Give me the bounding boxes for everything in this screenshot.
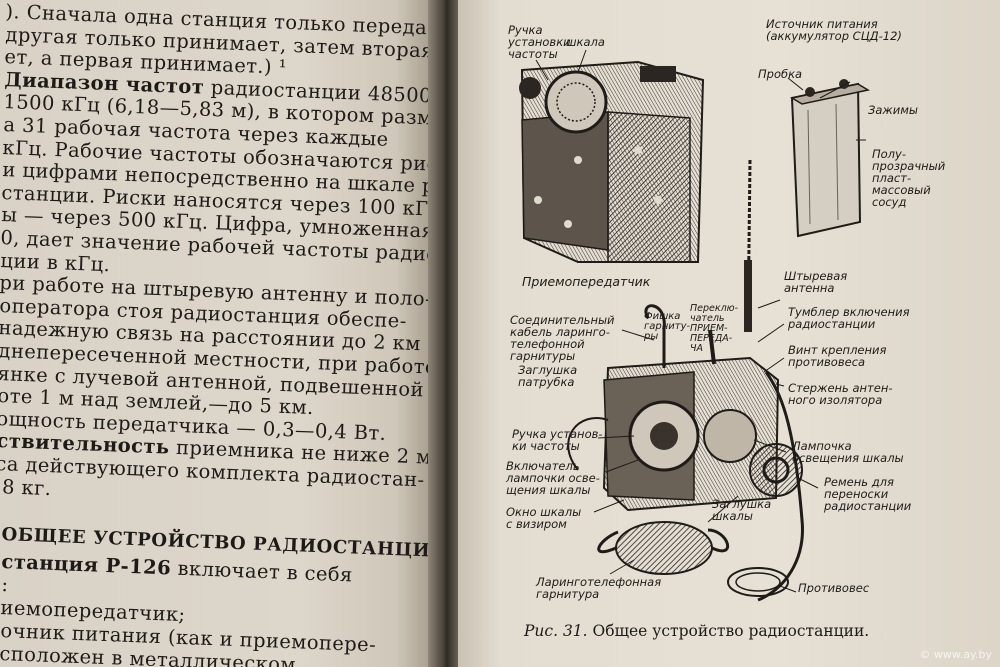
label-scale-cap: Заглушка шкалы xyxy=(712,497,772,523)
label-freq-knob: Ручка установ- ки частоты xyxy=(512,427,603,453)
book-gutter xyxy=(428,0,462,667)
left-page: ). Сначала одна станция только передает,… xyxy=(0,0,430,667)
text-line: ,8 кг. xyxy=(0,475,51,500)
text-line-body: : xyxy=(0,573,9,597)
label-whip-antenna: Штыревая антенна xyxy=(784,269,848,295)
transceiver-drawing xyxy=(519,60,705,263)
label-counterweight: Противовес xyxy=(798,581,870,595)
right-page: Ручка установки частоты шкала Источник п… xyxy=(458,0,1000,667)
figure-caption: Рис. 31. Общее устройство радиостанции. xyxy=(524,622,869,640)
label-scale: шкала xyxy=(566,35,605,49)
text-line-body: включает в себя xyxy=(170,556,354,587)
label-counterweight-screw: Винт крепления противовеса xyxy=(788,343,887,369)
caption-number: Рис. 31. xyxy=(524,622,588,640)
label-vessel: Полу- прозрачный пласт- массовый сосуд xyxy=(872,147,946,209)
label-scale-window: Окно шкалы с визиром xyxy=(506,505,582,531)
label-headset: Ларинготелефонная гарнитура xyxy=(536,575,662,601)
label-transceiver: Приемопередатчик xyxy=(522,274,651,289)
label-strap: Ремень для переноски радиостанции xyxy=(824,475,912,513)
battery-drawing xyxy=(789,79,871,238)
station-drawing xyxy=(567,304,804,602)
label-switch-rx-tx: Переклю- чатель ПРИЕМ- ПЕРЕДА- ЧА xyxy=(690,303,739,354)
label-headset-plug: Фишка гарниту- ры xyxy=(644,311,691,342)
label-power-toggle: Тумблер включения радиостанции xyxy=(788,305,910,331)
text-line-body: ,8 кг. xyxy=(0,474,52,500)
label-clamps: Зажимы xyxy=(868,103,919,117)
label-tuning-knob: Ручка установки частоты xyxy=(508,23,571,61)
text-line: : xyxy=(1,573,9,596)
text-line-bold: станция Р-126 xyxy=(1,550,172,580)
label-lamp-switch: Включатель лампочки осве- щения шкалы xyxy=(506,459,600,497)
label-pipe-cap: Заглушка патрубка xyxy=(518,363,578,389)
label-scale-lamp: Лампочка освещения шкалы xyxy=(792,439,904,465)
label-insulator-rod: Стержень антен- ного изолятора xyxy=(788,381,893,407)
caption-text: Общее устройство радиостанции. xyxy=(587,622,870,640)
radio-station-illustration xyxy=(519,49,871,602)
antenna-drawing xyxy=(744,159,752,332)
watermark: © www.ay.by xyxy=(919,648,992,661)
label-cable: Соединительный кабель ларинго- телефонно… xyxy=(510,313,615,363)
leader-lines xyxy=(535,49,866,593)
label-plug: Пробка xyxy=(758,67,803,81)
label-power-source: Источник питания (аккумулятор СЦД-12) xyxy=(766,17,902,43)
